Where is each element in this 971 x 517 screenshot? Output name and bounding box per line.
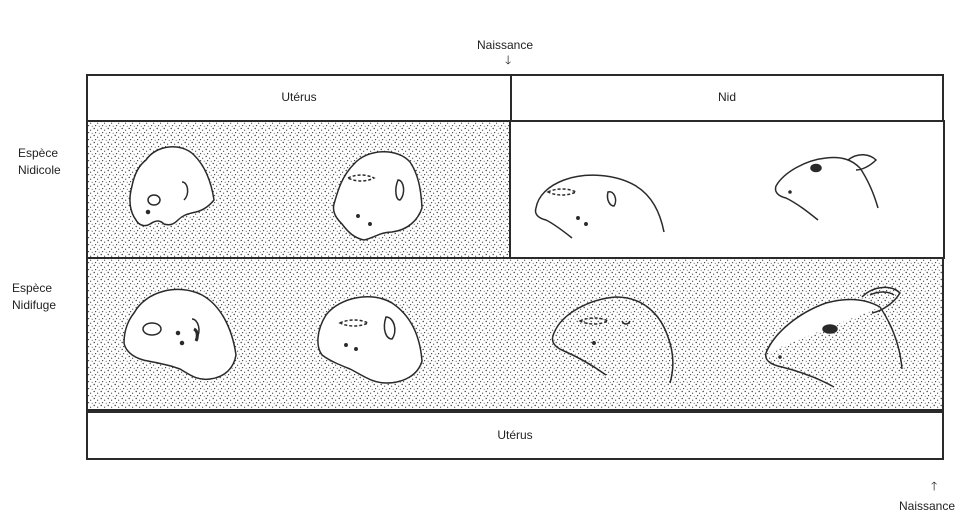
- row-label-nidicole-line2: Nidicole: [18, 162, 61, 179]
- down-arrow-icon: 🡓: [505, 54, 511, 66]
- up-arrow-icon: 🡑: [931, 480, 937, 492]
- birth-marker-top-label: Naissance: [477, 38, 533, 52]
- row-label-nidifuge-line2: Nidifuge: [12, 297, 56, 314]
- footer-uterus-label: Utérus: [86, 428, 944, 442]
- nidicole-row-panel: [86, 120, 946, 260]
- birth-marker-bottom-label: Naissance: [899, 499, 955, 513]
- nidicole-nest-area: [510, 121, 944, 258]
- row-label-nidifuge-line1: Espèce: [12, 280, 56, 297]
- row-label-nidifuge: Espèce Nidifuge: [12, 280, 56, 314]
- nidifuge-row-panel: [86, 257, 946, 413]
- header-nest-label: Nid: [510, 90, 944, 104]
- row-label-nidicole-line1: Espèce: [18, 145, 61, 162]
- header-uterus-label: Utérus: [86, 90, 512, 104]
- row-label-nidicole: Espèce Nidicole: [18, 145, 61, 179]
